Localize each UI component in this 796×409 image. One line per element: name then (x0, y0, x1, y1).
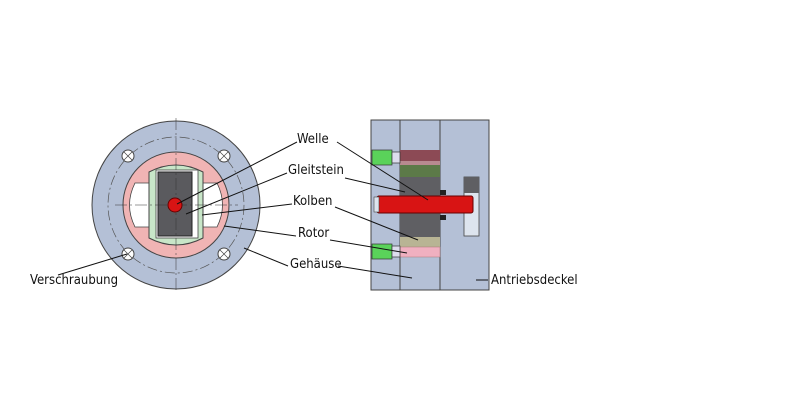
label-welle: Welle (297, 132, 329, 147)
rotor-band-bottom (399, 246, 441, 258)
rotor-band-top (400, 150, 440, 161)
label-gleitstein: Gleitstein (288, 163, 344, 178)
label-kolben: Kolben (293, 194, 332, 209)
rotor-band-top2 (400, 161, 440, 165)
cutout-right (201, 182, 223, 228)
label-gehaeuse: Gehäuse (290, 257, 342, 272)
fitting-top (371, 149, 401, 166)
label-verschraubung: Verschraubung (30, 273, 118, 288)
welle-end (373, 196, 380, 213)
seal-top (440, 190, 446, 195)
drive-recess-dark (464, 177, 479, 193)
label-antriebsdeckel: Antriebsdeckel (491, 273, 578, 288)
kolben-band-bottom (400, 237, 440, 247)
leader-lines (57, 141, 488, 281)
welle-front (167, 197, 183, 213)
kolben-band-top (400, 165, 440, 177)
front-view (91, 118, 261, 292)
bolt-crosses (123, 151, 229, 259)
bolt-circle (107, 136, 245, 274)
side-view (370, 119, 490, 291)
seal-bottom (440, 215, 446, 220)
label-rotor: Rotor (298, 226, 329, 241)
